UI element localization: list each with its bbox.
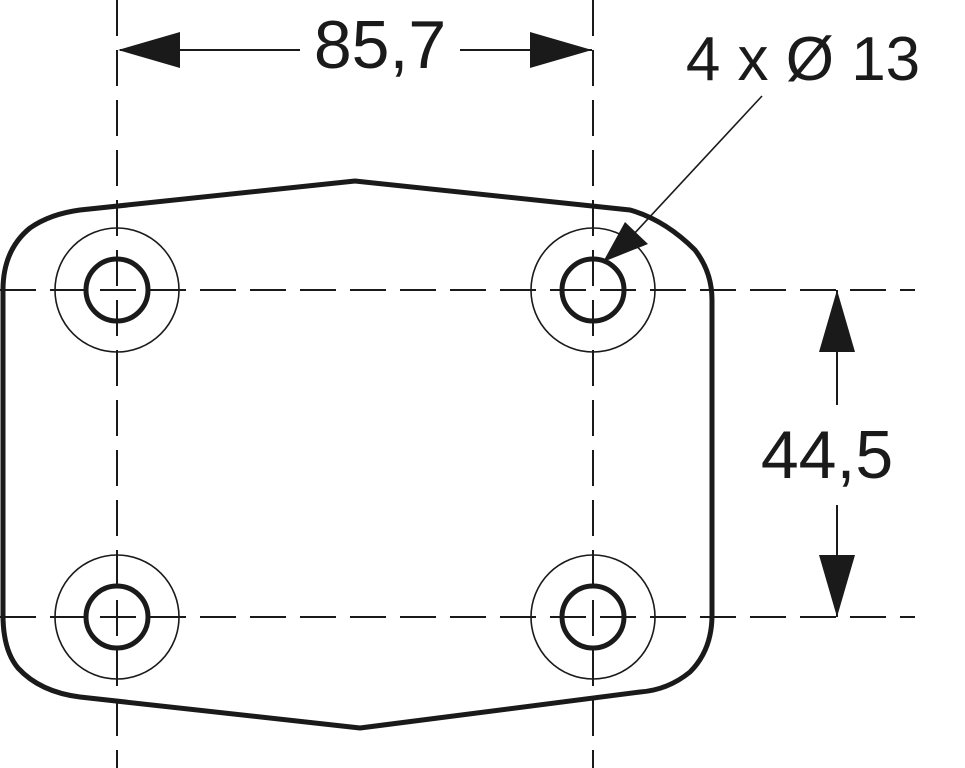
arrowhead-up-icon — [819, 290, 855, 352]
horizontal-dimension: 85,7 — [118, 7, 592, 83]
vertical-dimension-label: 44,5 — [761, 417, 893, 493]
arrowhead-left-icon — [118, 32, 180, 68]
hole-callout-label: 4 x Ø 13 — [686, 25, 920, 94]
hole-top-right — [530, 227, 656, 353]
plate-outline — [0, 178, 715, 731]
hole-top-left — [54, 227, 180, 353]
hole-callout: 4 x Ø 13 — [603, 25, 920, 262]
leader-arrowhead-icon — [603, 222, 648, 262]
hole-bottom-left — [54, 554, 180, 680]
arrowhead-right-icon — [530, 32, 592, 68]
holes — [54, 227, 656, 680]
center-lines — [0, 0, 915, 768]
arrowhead-down-icon — [819, 555, 855, 617]
hole-bottom-right — [530, 554, 656, 680]
horizontal-dimension-label: 85,7 — [314, 7, 446, 83]
vertical-dimension: 44,5 — [761, 290, 893, 617]
